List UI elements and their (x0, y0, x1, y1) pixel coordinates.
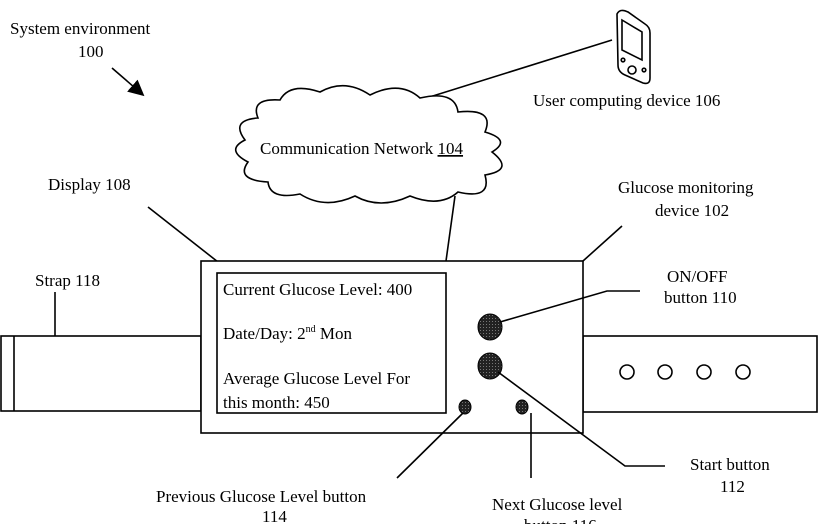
previous-label-1: Previous Glucose Level button (156, 487, 367, 506)
on-off-label-2: button 110 (664, 288, 737, 307)
system-environment-number: 100 (78, 42, 104, 61)
arrow (112, 68, 142, 94)
phone-icon (617, 10, 650, 83)
average-glucose-text-1: Average Glucose Level For (223, 369, 410, 388)
right-strap (583, 336, 817, 412)
current-glucose-text: Current Glucose Level: 400 (223, 280, 412, 299)
start-label-2: 112 (720, 477, 745, 496)
display-label: Display 108 (48, 175, 131, 194)
next-glucose-button[interactable] (516, 400, 528, 414)
next-label-1: Next Glucose level (492, 495, 623, 514)
date-day-text: Date/Day: 2nd Mon (223, 324, 352, 343)
strap-hole (620, 365, 634, 379)
on-off-label-1: ON/OFF (667, 267, 727, 286)
network-label: Communication Network 104 (260, 139, 464, 158)
glucose-device-label-1: Glucose monitoring (618, 178, 754, 197)
strap-label: Strap 118 (35, 271, 100, 290)
previous-glucose-button[interactable] (459, 400, 471, 414)
glucose-device-label-2: device 102 (655, 201, 729, 220)
system-environment-label: System environment (10, 19, 151, 38)
strap-hole (658, 365, 672, 379)
average-glucose-text-2: this month: 450 (223, 393, 330, 412)
start-button[interactable] (478, 353, 502, 379)
left-strap (1, 336, 201, 411)
previous-label-2: 114 (262, 507, 287, 524)
start-label-1: Start button (690, 455, 770, 474)
on-off-button[interactable] (478, 314, 502, 340)
user-device-label: User computing device 106 (533, 91, 720, 110)
next-label-2: button 116 (524, 516, 597, 524)
connector-line (446, 196, 455, 261)
strap-hole (736, 365, 750, 379)
strap-hole (697, 365, 711, 379)
device-leader (583, 226, 622, 261)
